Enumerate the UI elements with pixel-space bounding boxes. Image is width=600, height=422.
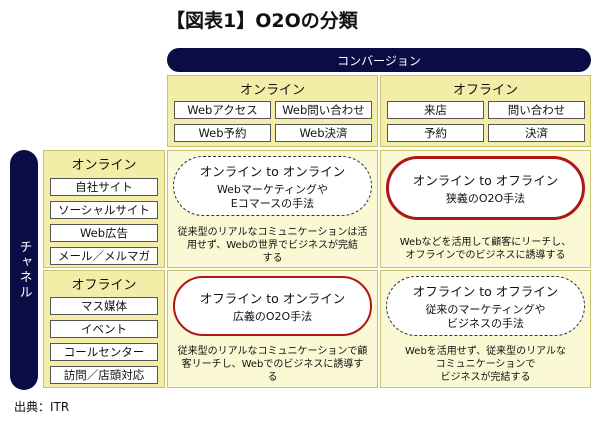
chip-store-visit: 来店 (387, 101, 484, 119)
chip-web-ad: Web広告 (50, 224, 158, 242)
source-note: 出典：ITR (14, 400, 70, 414)
cell-description: 従来型のリアルなコミュニケーションは活 用せず、Webの世界でビジネスが完結 す… (177, 227, 368, 264)
cell-description: 従来型のリアルなコミュニケーションで顧 客リーチし、Webでのビジネスに誘導す … (177, 346, 368, 383)
chip-payment: 決済 (488, 124, 585, 142)
conversion-online-label: オンライン (239, 83, 305, 98)
chip-web-inquiry: Web問い合わせ (275, 101, 372, 119)
chip-web-access: Webアクセス (174, 101, 271, 119)
bubble-online-to-offline: オンライン to オフライン 狭義のO2O手法 (386, 156, 585, 220)
chip-web-payment: Web決済 (275, 124, 372, 142)
bubble-subtitle: Webマーケティングや Eコマースの手法 (216, 183, 329, 210)
bubble-subtitle: 狭義のO2O手法 (445, 192, 526, 206)
chip-email-newsletter: メール／メルマガ (50, 247, 158, 265)
chip-event: イベント (50, 320, 158, 338)
bubble-title: オフライン to オンライン (199, 291, 346, 307)
bubble-online-to-online: オンライン to オンライン Webマーケティングや Eコマースの手法 (173, 156, 372, 216)
conversion-label: コンバージョン (337, 53, 421, 68)
chip-visit-storefront: 訪問／店頭対応 (50, 366, 158, 384)
bubble-title: オンライン to オンライン (199, 164, 346, 180)
chip-mass-media: マス媒体 (50, 297, 158, 315)
chip-reservation: 予約 (387, 124, 484, 142)
cell-description: Webを活用せず、従来型のリアルな コミュニケーションで ビジネスが完結する (404, 346, 566, 383)
bubble-subtitle: 従来のマーケティングや ビジネスの手法 (425, 303, 546, 330)
chip-web-reservation: Web予約 (174, 124, 271, 142)
chip-own-site: 自社サイト (50, 178, 158, 196)
bubble-offline-to-offline: オフライン to オフライン 従来のマーケティングや ビジネスの手法 (386, 276, 585, 336)
bubble-subtitle: 広義のO2O手法 (232, 310, 313, 324)
figure-title: 【図表1】O2Oの分類 (166, 10, 358, 32)
chip-social-site: ソーシャルサイト (50, 201, 158, 219)
bubble-title: オンライン to オフライン (412, 173, 559, 189)
conversion-offline-label: オフライン (452, 83, 518, 98)
chip-inquiry: 問い合わせ (488, 101, 585, 119)
channel-label: チャネル (16, 240, 32, 300)
channel-online-label: オンライン (71, 158, 137, 173)
channel-offline-label: オフライン (71, 278, 137, 293)
conversion-bar: コンバージョン (167, 48, 591, 72)
bubble-title: オフライン to オフライン (412, 284, 559, 300)
cell-description: Webなどを活用して顧客にリーチし、 オフラインでのビジネスに誘導する (399, 237, 572, 261)
channel-bar: チャネル (10, 150, 38, 390)
bubble-offline-to-online: オフライン to オンライン 広義のO2O手法 (173, 276, 372, 336)
chip-call-center: コールセンター (50, 343, 158, 361)
